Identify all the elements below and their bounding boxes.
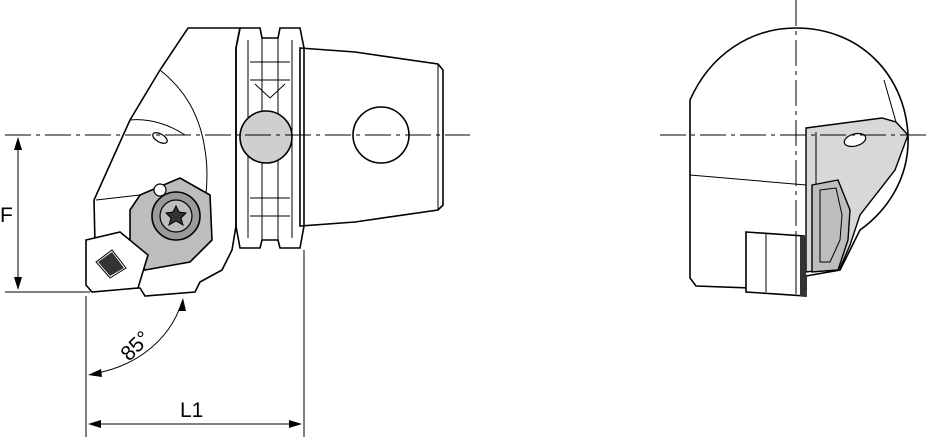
dimension-f-label: F [0,204,13,227]
dimension-l1-label: L1 [180,399,203,422]
dimension-angle: 85° [88,298,186,377]
head-body [93,27,241,297]
shank-body [299,47,444,227]
dimension-angle-label: 85° [116,327,155,366]
coupling-flange [235,27,305,249]
coolant-hole [152,132,168,144]
torx-icon [164,204,188,227]
top-view: F L1 85° [0,27,470,437]
end-view-clamp [811,179,851,273]
coupling-ball [239,110,293,164]
end-view-coolant-hole [843,132,867,148]
dimension-f: F [0,137,90,293]
end-view-insert [745,231,807,297]
end-view-body [689,27,909,291]
dimension-l1: L1 [85,250,305,437]
end-view [660,0,930,297]
